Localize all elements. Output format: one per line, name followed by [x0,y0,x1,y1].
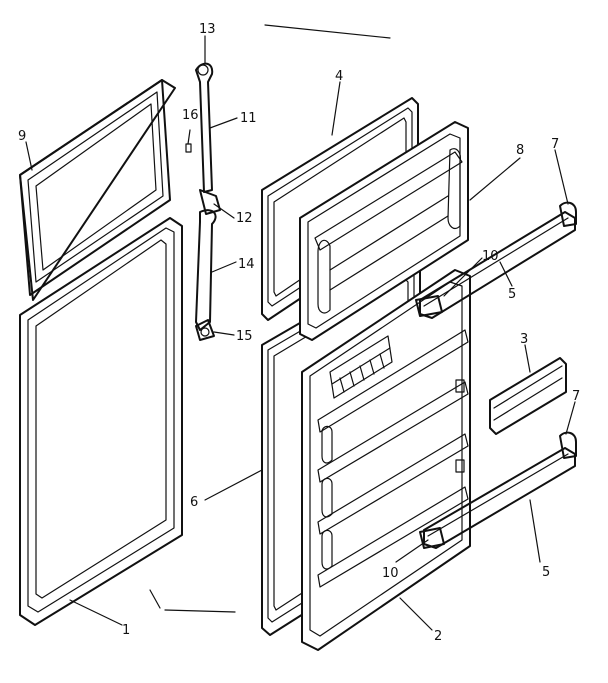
label-8: 8 [516,143,524,158]
label-10b: 10 [382,566,399,581]
label-12: 12 [236,211,253,226]
door-shelf [317,381,469,483]
label-15: 15 [236,329,253,344]
upper-shelf-bar [415,201,577,319]
upper-door-liner [299,121,469,341]
scan-mark [149,589,161,609]
bar-end-cap [559,201,577,227]
lower-hinge-pin [195,319,215,341]
hinge-screw [185,143,192,153]
label-5b: 5 [542,565,550,580]
bar-end-cap [419,527,445,549]
door-shelf [317,433,469,535]
label-7a: 7 [551,137,559,152]
hinge-pin [197,64,209,76]
hinge-bracket [199,189,221,215]
hinge-assembly [185,62,221,341]
lower-hinge [195,209,217,331]
label-14: 14 [238,257,255,272]
label-3: 3 [520,332,528,347]
lower-shelf-bar [419,431,577,549]
label-1: 1 [122,623,130,638]
label-4: 4 [335,69,343,84]
label-16: 16 [182,108,199,123]
label-5a: 5 [508,287,516,302]
lower-door-gasket-left [19,217,183,626]
door-shelf [317,329,469,433]
label-13: 13 [199,22,216,37]
bar-end-cap [559,431,577,459]
label-11: 11 [240,111,257,126]
label-10a: 10 [482,249,499,264]
label-6: 6 [190,495,198,510]
egg-tray-grid [329,335,393,399]
leader-lines [25,35,576,631]
door-rack [489,357,567,435]
part-labels: 13 11 16 9 12 14 15 4 8 7 10 5 3 7 5 10 … [18,22,580,644]
label-2: 2 [434,629,442,644]
upper-door-gasket-left [19,79,176,301]
label-9: 9 [18,129,26,144]
label-7b: 7 [572,389,580,404]
scan-mark [264,24,391,39]
door-shelf [317,486,469,588]
scan-mark [164,609,236,613]
bar-end-cap [415,295,443,317]
